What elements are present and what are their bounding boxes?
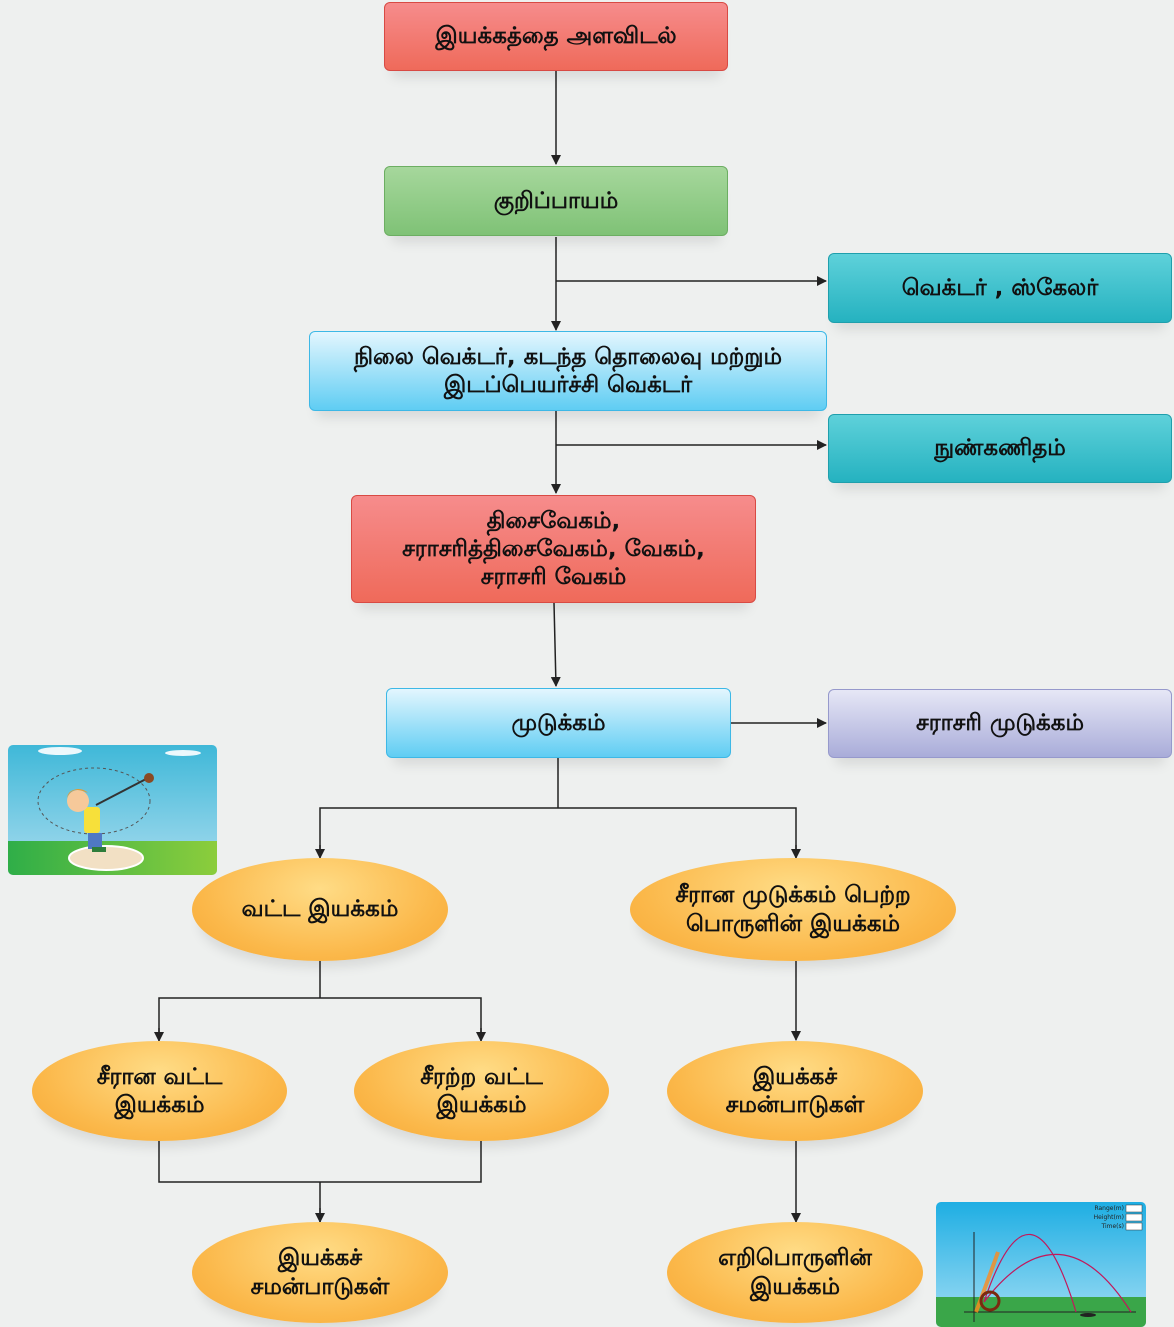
node-calculus: நுண்கணிதம் [828,414,1172,483]
node-acceleration: முடுக்கம் [386,688,731,758]
node-equations-of-motion-uniform: இயக்கச் சமன்பாடுகள் [667,1041,923,1141]
hammer-throw-illustration [8,745,217,875]
range-readout-label: Range(m) [1094,1205,1124,1212]
node-measuring-motion: இயக்கத்தை அளவிடல் [384,2,728,71]
node-position-vector: நிலை வெக்டர், கடந்த தொலைவு மற்றும் இடப்ப… [309,331,827,411]
branch-acceleration [319,758,797,857]
projectile-motion-illustration: Range(m) Height(m) Time(s) [936,1202,1146,1327]
node-equations-of-motion-circular: இயக்கச் சமன்பாடுகள் [192,1222,448,1323]
node-nonuniform-circular-motion: சீரற்ற வட்ட இயக்கம் [354,1041,609,1141]
node-frame-of-reference: குறிப்பாயம் [384,166,728,236]
height-readout-label: Height(m) [1093,1214,1124,1221]
node-circular-motion: வட்ட இயக்கம் [192,858,448,961]
arrow-velocity-to-acceleration [550,602,561,687]
node-vector-scalar: வெக்டர் , ஸ்கேலர் [828,253,1172,323]
time-readout-label: Time(s) [1101,1223,1125,1230]
node-velocity: திசைவேகம், சராசரித்திசைவேகம், வேகம், சரா… [351,495,756,603]
node-uniform-acceleration-motion: சீரான முடுக்கம் பெற்ற பொருளின் இயக்கம் [630,858,956,961]
branch-circular [158,961,482,1040]
node-uniform-circular-motion: சீரான வட்ட இயக்கம் [32,1041,287,1141]
node-average-acceleration: சராசரி முடுக்கம் [828,689,1172,758]
node-projectile-motion: எறிபொருளின் இயக்கம் [667,1222,923,1323]
